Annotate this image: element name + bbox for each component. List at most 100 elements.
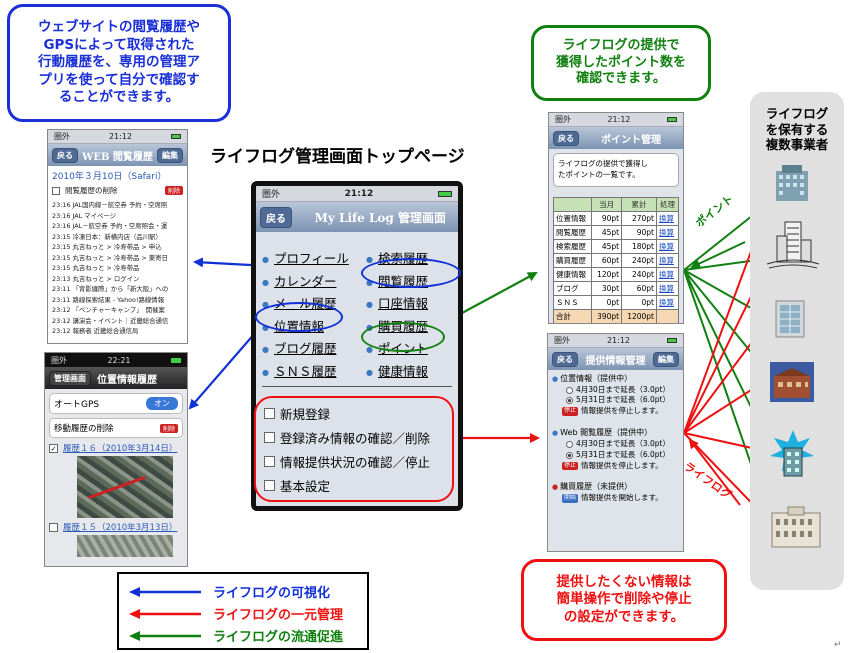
gps-label: オートGPS: [54, 400, 100, 410]
history-date: 2010年３月10日（Safari）: [52, 172, 167, 182]
highlight-points: [361, 322, 445, 352]
screen-title: 提供情報管理: [585, 355, 646, 367]
history-checkbox[interactable]: ✓: [49, 443, 58, 453]
table-cell: 120pt: [591, 267, 623, 282]
delete-checkbox[interactable]: [52, 186, 60, 195]
convert-link[interactable]: 換算: [656, 281, 679, 296]
settings-item-3[interactable]: 情報提供状況の確認／停止: [264, 452, 430, 471]
page-title: ライフログ管理画面トップページ: [210, 147, 465, 167]
back-button[interactable]: 戻る: [260, 206, 292, 228]
checkbox[interactable]: [264, 456, 275, 467]
battery-icon: [171, 134, 181, 139]
radio-button-selected[interactable]: [566, 451, 573, 459]
history-checkbox[interactable]: [49, 522, 58, 532]
settings-item-2[interactable]: 登録済み情報の確認／削除: [264, 428, 430, 447]
history-item-16[interactable]: 履歴１６（2010年3月14日）: [63, 444, 178, 454]
delete-button[interactable]: 削除: [159, 423, 178, 433]
table-cell: 90pt: [591, 211, 623, 226]
building-icon-4: [770, 362, 814, 402]
history-entry[interactable]: 23:12 講演会・イベント｜近畿総合通信: [52, 316, 169, 325]
menu-item-left-2[interactable]: カレンダー: [262, 271, 337, 290]
history-entry[interactable]: 23:15 丸吉ねっと > 冷寿帯品: [52, 264, 140, 272]
convert-link[interactable]: 換算: [656, 267, 679, 282]
history-entry[interactable]: 23:11 「背影纏際」から「新大阪」への: [52, 285, 169, 293]
battery-icon: [667, 117, 677, 122]
radio-button-selected[interactable]: [566, 397, 573, 405]
delete-label: 閲覧履歴の削除: [65, 186, 118, 195]
legend-arrow-icon: [129, 630, 201, 641]
convert-link[interactable]: 換算: [656, 239, 679, 254]
history-entry[interactable]: 23:13 丸吉ねっと > ログイン: [52, 274, 140, 283]
menu-item-right-6[interactable]: 健康情報: [366, 361, 428, 380]
history-entry[interactable]: 23:15 丸吉ねっと > 冷寿帯品 > 東寄日: [52, 253, 168, 262]
convert-link[interactable]: 換算: [656, 253, 679, 268]
back-button[interactable]: 管理画面: [49, 370, 91, 386]
section-purchase-title[interactable]: 購買履歴（未提供）: [560, 482, 633, 492]
convert-link[interactable]: 換算: [656, 211, 679, 226]
control-callout: 提供したくない情報は 簡単操作で削除や停止 の設定ができます。: [521, 559, 727, 641]
legend: ライフログの可視化ライフログの一元管理ライフログの流通促進: [117, 572, 369, 650]
map-thumbnail-16: [77, 456, 173, 518]
table-cell: [656, 309, 679, 323]
radio-button[interactable]: [566, 440, 573, 448]
settings-item-label: 基本設定: [280, 479, 331, 494]
convert-link[interactable]: 換算: [656, 225, 679, 240]
battery-icon: [667, 338, 677, 343]
history-entry[interactable]: 23:16 JAL マイページ: [52, 211, 117, 220]
history-entry[interactable]: 23:15 冷凍日本：新横内店（品川駅）: [52, 232, 162, 241]
radio-button[interactable]: [566, 386, 573, 394]
history-entry[interactable]: 23:16 JAL－航空券 予約・空席照会・運: [52, 222, 168, 230]
stop-button[interactable]: 停止: [562, 461, 579, 471]
table-cell: 90pt: [621, 225, 657, 240]
screen-title: My Life Log 管理画面: [314, 210, 446, 225]
back-button[interactable]: 戻る: [553, 130, 579, 146]
delete-button[interactable]: 削除: [164, 186, 183, 195]
table-cell: 0pt: [621, 295, 657, 310]
edit-button[interactable]: 編集: [653, 351, 679, 367]
back-button[interactable]: 戻る: [552, 351, 578, 367]
building-icon-1: [776, 165, 808, 201]
menu-item-left-6[interactable]: ＳＮＳ履歴: [262, 361, 337, 380]
bullet-icon: ●: [552, 483, 559, 492]
back-button[interactable]: 戻る: [52, 147, 78, 163]
start-button[interactable]: 開始: [562, 494, 579, 503]
table-cell: 240pt: [621, 253, 657, 268]
points-description: ライフログの提供で獲得し たポイントの一覧です。: [553, 153, 679, 187]
control-callout-text: 提供したくない情報は 簡単操作で削除や停止 の設定ができます。: [556, 573, 692, 625]
table-cell: 閲覧履歴: [552, 225, 593, 240]
checkbox[interactable]: [264, 432, 275, 443]
table-cell: 390pt: [591, 309, 623, 323]
history-entry[interactable]: 23:12 「ベンチャーキャンプ」 開催案: [52, 306, 165, 314]
history-entry[interactable]: 23:11 路線探索結果 - Yahoo!路線情報: [52, 295, 165, 304]
edit-button[interactable]: 編集: [156, 147, 183, 163]
table-cell: 購買履歴: [552, 253, 593, 268]
legend-label: ライフログの一元管理: [213, 608, 344, 623]
section-location-title[interactable]: 位置情報（提供中）: [560, 374, 633, 383]
menu-item-left-5[interactable]: ブログ履歴: [262, 338, 337, 357]
highlight-location: [255, 302, 343, 332]
screen-title: WEB 閲覧履歴: [82, 151, 153, 163]
settings-item-label: 登録済み情報の確認／削除: [280, 431, 431, 446]
history-entry[interactable]: 23:16 JAL国内線－航空券 予約・空席照: [52, 201, 168, 209]
menu-item-right-3[interactable]: 口座情報: [366, 293, 428, 312]
menu-item-left-1[interactable]: プロフィール: [262, 248, 349, 267]
convert-link[interactable]: 換算: [656, 295, 679, 310]
table-cell: 45pt: [591, 239, 623, 254]
section-web-title[interactable]: Web 閲覧履歴（提供中）: [560, 428, 653, 438]
history-entry[interactable]: 23:15 丸吉ねっと > 冷寿帯品 > 申込: [52, 243, 162, 251]
history-item-15[interactable]: 履歴１５（2010年3月13日）: [63, 523, 178, 533]
history-list: 23:16 JAL国内線－航空券 予約・空席照 23:16 JAL マイページ 23…: [52, 200, 183, 337]
gps-toggle[interactable]: オン: [146, 397, 178, 410]
table-header: [552, 197, 593, 212]
screen-title: 位置情報履歴: [97, 374, 157, 386]
table-cell: 45pt: [591, 225, 623, 240]
stop-button[interactable]: 停止: [562, 407, 579, 417]
history-entry[interactable]: 23:12 報務者 近畿総合通信局: [52, 327, 139, 335]
building-icon-3: [775, 300, 805, 338]
legend-item-1: ライフログの可視化: [129, 582, 330, 601]
